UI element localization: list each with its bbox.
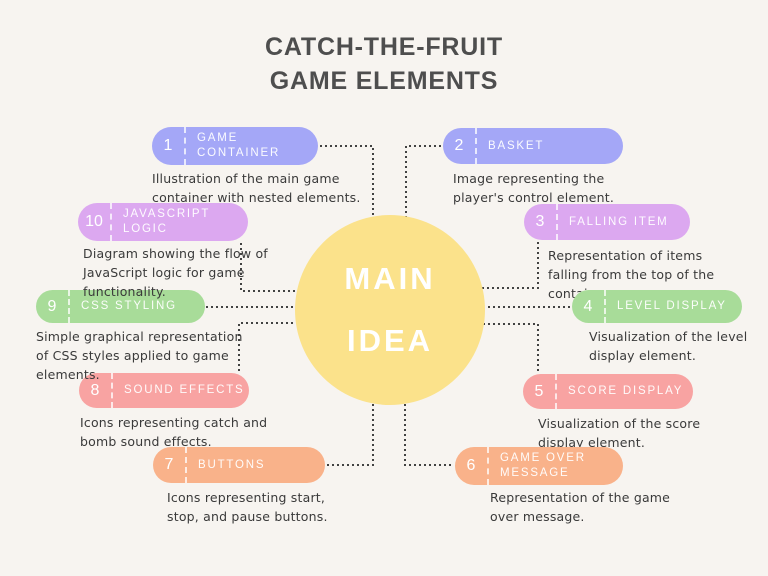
node-description: Visualization of the level display eleme…	[589, 329, 748, 363]
node-number: 8	[79, 373, 113, 408]
node-number: 6	[455, 447, 489, 485]
connector-7	[327, 404, 374, 466]
node-label: CSS STYLING	[81, 300, 177, 313]
node-pill-css-styling: 9 CSS STYLING	[36, 290, 205, 323]
node-label: SCORE DISPLAY	[568, 385, 684, 398]
node-description: Image representing the player's control …	[453, 171, 615, 205]
connector-2	[405, 145, 461, 217]
node-description: Illustration of the main game container …	[152, 171, 361, 205]
node-number: 5	[523, 374, 557, 409]
connector-5	[483, 323, 539, 372]
node-label: BUTTONS	[198, 458, 266, 471]
node-pill-game-container: 1 GAME CONTAINER	[152, 127, 318, 165]
connector-3	[482, 242, 539, 289]
node-description: Simple graphical representation of CSS s…	[36, 329, 243, 382]
node-pill-game-over-message: 6 GAME OVER MESSAGE	[455, 447, 623, 485]
connector-10	[240, 243, 296, 292]
node-number: 9	[36, 290, 70, 323]
page-title: CATCH-THE-FRUIT GAME ELEMENTS	[265, 33, 503, 95]
node-label: BASKET	[488, 139, 545, 152]
node-pill-sound-effects: 8 SOUND EFFECTS	[79, 373, 249, 408]
node-pill-basket: 2 BASKET	[443, 128, 623, 164]
node-number: 2	[443, 128, 477, 164]
node-description: Visualization of the score display eleme…	[538, 416, 701, 450]
node-pill-javascript-logic: 10 JAVASCRIPT LOGIC	[78, 203, 248, 241]
node-pill-score-display: 5 SCORE DISPLAY	[523, 374, 693, 409]
node-number: 1	[152, 127, 186, 165]
connector-1	[320, 145, 374, 217]
connector-6	[404, 404, 453, 466]
node-description: Icons representing start, stop, and paus…	[167, 490, 328, 524]
node-pill-falling-item: 3 FALLING ITEM	[524, 204, 690, 240]
node-label: LEVEL DISPLAY	[617, 300, 727, 313]
node-pill-buttons: 7 BUTTONS	[153, 447, 325, 483]
node-number: 10	[78, 203, 112, 241]
node-description: Diagram showing the flow of JavaScript l…	[83, 246, 268, 299]
node-label: GAME CONTAINER	[197, 132, 281, 159]
node-description: Representation of items falling from the…	[548, 248, 715, 301]
node-number: 3	[524, 204, 558, 240]
connector-8	[238, 322, 296, 371]
node-description: Representation of the game over message.	[490, 490, 671, 524]
node-label: FALLING ITEM	[569, 215, 669, 228]
node-number: 7	[153, 447, 187, 483]
node-label: GAME OVER MESSAGE	[500, 452, 586, 479]
main-idea-node: MAIN IDEA	[295, 215, 485, 405]
node-pill-level-display: 4 LEVEL DISPLAY	[572, 290, 742, 323]
node-label: SOUND EFFECTS	[124, 384, 245, 397]
node-description: Icons representing catch and bomb sound …	[80, 415, 268, 449]
node-label: JAVASCRIPT LOGIC	[123, 208, 211, 235]
node-number: 4	[572, 290, 606, 323]
